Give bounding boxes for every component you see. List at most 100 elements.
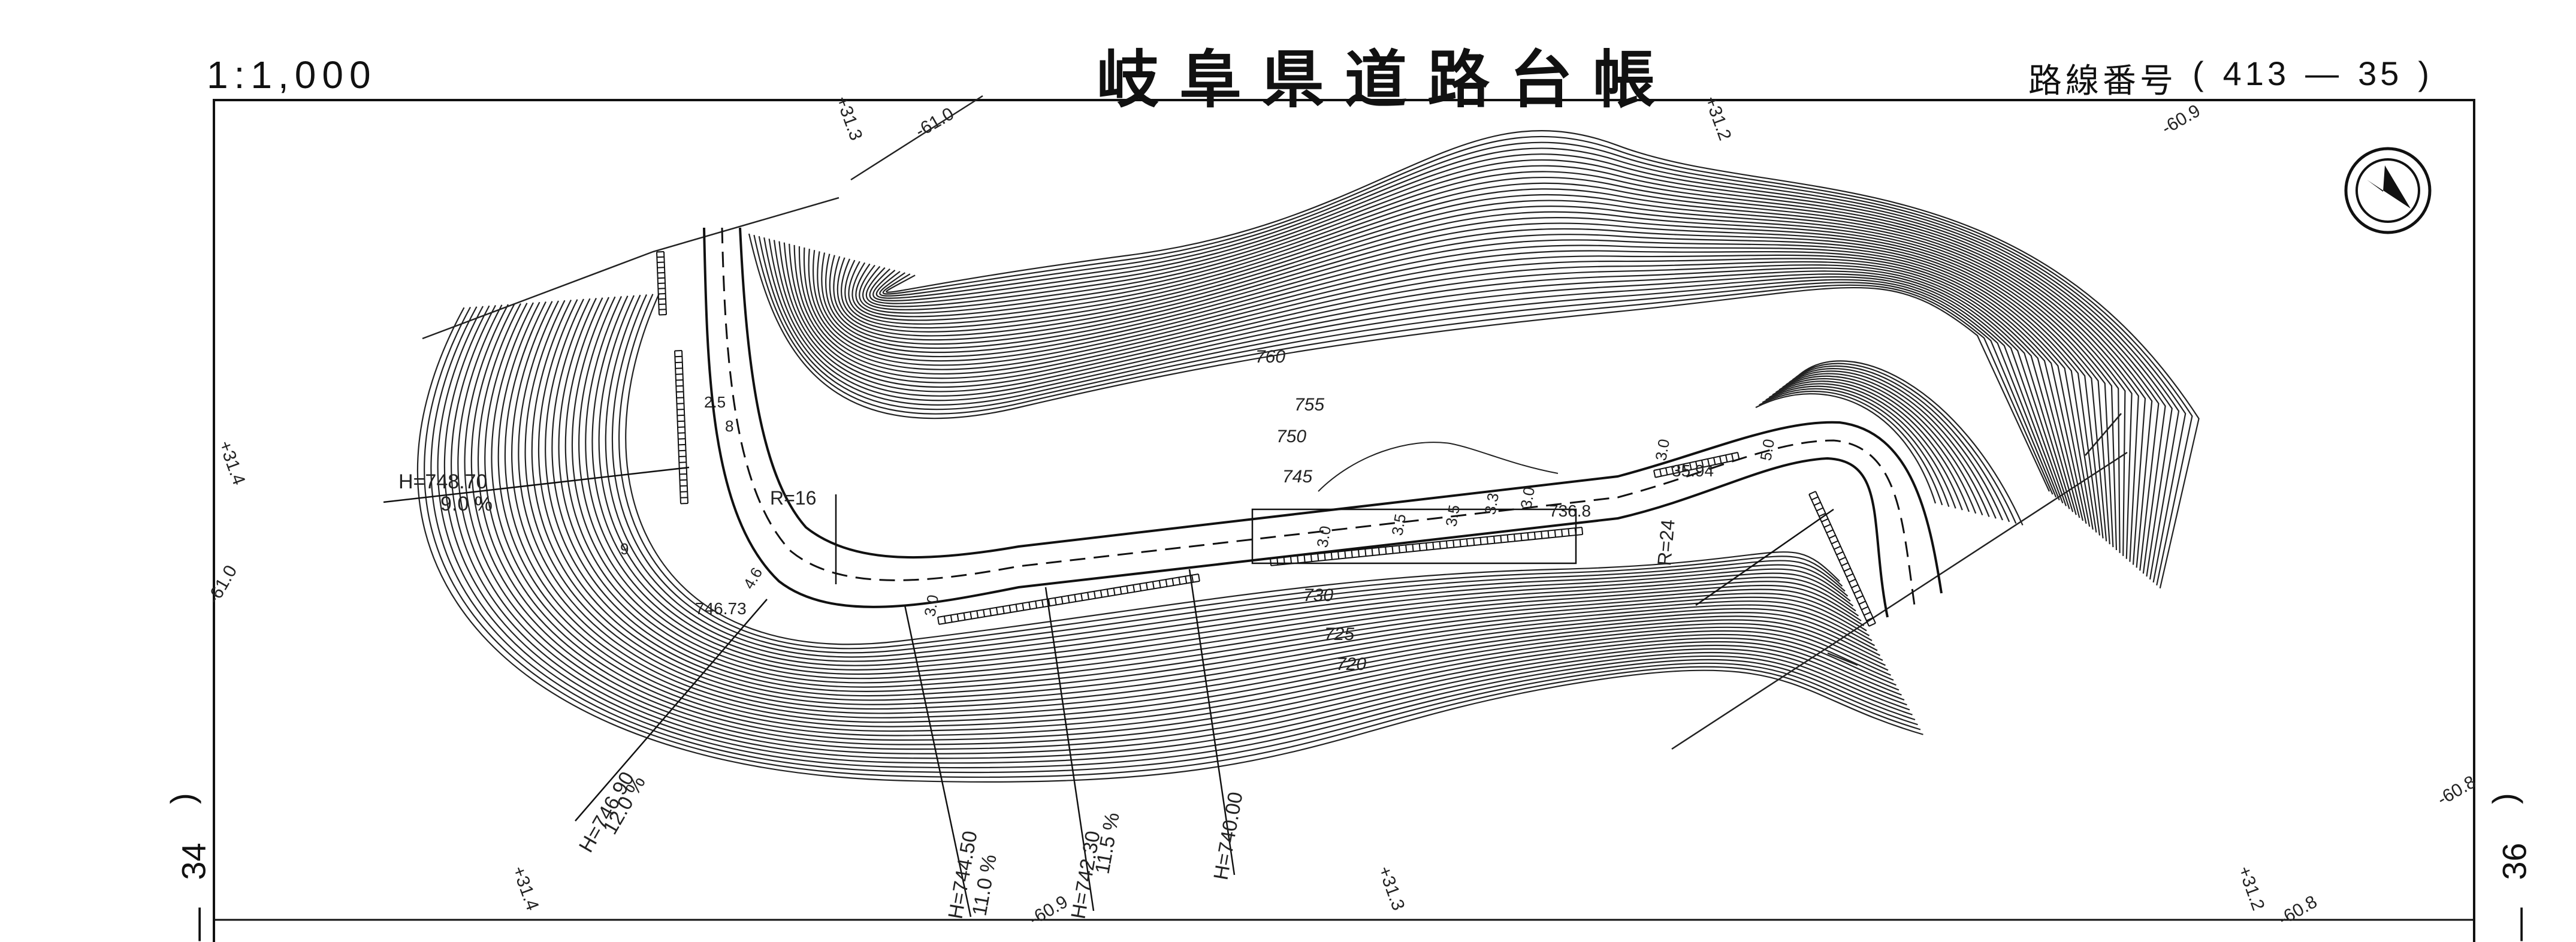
contour-lower [545, 298, 1873, 697]
contour-lower [443, 305, 1913, 764]
road [703, 227, 1943, 618]
contour-label-760: 760 [1255, 347, 1285, 367]
contour-upper [783, 242, 2074, 512]
contour-lower [625, 293, 1840, 645]
contour-lower [504, 301, 1889, 723]
contour-upper [773, 240, 2067, 506]
grid-tick-12: -60.8 [2434, 772, 2480, 810]
contour-upper [763, 237, 2060, 501]
contour-right [1792, 365, 2010, 523]
contour-right [1782, 373, 1990, 517]
grid-tick-4: -60.9 [2158, 101, 2204, 138]
contour-upper [808, 249, 2091, 527]
retaining-wall-2 [674, 350, 688, 505]
grid-tick-11: -60.8 [2275, 892, 2321, 929]
contour-upper [825, 228, 2104, 539]
width-10: 3.0 [1651, 437, 1673, 462]
grid-tick-5: +31.4 [215, 438, 249, 488]
contour-right [1755, 393, 1937, 504]
route-close-paren: ) [2418, 55, 2433, 92]
contour-lower [457, 304, 1907, 754]
north-arrow-inner-ring [2355, 158, 2420, 223]
elevation-1: H=748.70 [398, 470, 487, 493]
curve-labels: R=16 R=24 [770, 487, 1679, 567]
callout-e3 [904, 605, 972, 917]
contour-lower [450, 304, 1910, 759]
contour-upper [862, 171, 2153, 568]
contour-upper [758, 236, 2057, 498]
contour-upper [753, 234, 2053, 495]
contour-lower [430, 306, 1918, 774]
width-9: 3.0 [1517, 485, 1538, 510]
width-11: 5.0 [1756, 437, 1778, 462]
contour-lower [497, 301, 1891, 727]
route-open-paren: ( [2193, 55, 2207, 92]
callout-lines [383, 466, 1834, 917]
road-edge-inner [739, 227, 1943, 594]
road-edge-outer [703, 227, 1889, 618]
contour-lower [598, 295, 1851, 662]
callout-r2 [1695, 508, 1834, 606]
contour-right [1759, 391, 1943, 506]
contour-upper [872, 153, 2173, 577]
contour-lines [416, 130, 2200, 783]
contour-upper [793, 244, 2080, 518]
callout-e5 [1188, 569, 1236, 875]
width-7: 3.5 [1442, 503, 1463, 528]
map-scale: 1:1,000 [207, 53, 377, 96]
contour-upper [821, 234, 2101, 536]
contour-upper [848, 194, 2126, 556]
grid-tick-7: +31.4 [508, 864, 542, 913]
contour-right [1765, 385, 1956, 509]
contour-lower [518, 300, 1883, 714]
elevation-5: H=740.00 [1209, 790, 1247, 882]
contour-right [1768, 383, 1963, 511]
grid-tick-10: +31.2 [2234, 864, 2268, 913]
contour-upper [817, 239, 2097, 533]
retaining-wall-3 [937, 573, 1200, 625]
route-label: 路線番号 [2028, 62, 2177, 99]
contour-upper [886, 130, 2200, 588]
contour-lower [585, 296, 1856, 671]
route-number: 路線番号 ( 413 — 35 ) [2028, 54, 2433, 102]
callout-e1 [383, 466, 690, 503]
point-elevation-1: 746.73 [695, 599, 747, 618]
grid-tick-8: -60.9 [1026, 892, 1071, 929]
contour-lower [524, 300, 1880, 710]
contour-upper [869, 159, 2166, 574]
upper-boundary [850, 95, 983, 181]
contour-lower [578, 296, 1859, 675]
contour-lower [464, 304, 1905, 750]
width-5: 3.0 [1313, 524, 1334, 549]
contour-upper [836, 211, 2114, 548]
contour-upper [840, 206, 2118, 551]
point-elevation-3: 35.94 [1672, 461, 1714, 480]
retaining-wall-5 [1653, 452, 1740, 478]
short-boundary [1827, 652, 1858, 666]
contour-right [1795, 363, 2017, 524]
contour-lower [437, 306, 1916, 769]
slope-boundaries [422, 95, 2128, 750]
width-12: 9 [620, 540, 629, 558]
contour-label-730: 730 [1303, 585, 1333, 605]
contour-lower [611, 294, 1846, 654]
contour-lower [470, 303, 1902, 745]
width-3: 4.6 [739, 564, 766, 592]
contour-labels: 760 755 750 745 730 725 720 [1255, 347, 1366, 674]
contour-upper [829, 222, 2107, 542]
contour-upper [798, 246, 2084, 521]
callout-e4 [1044, 587, 1095, 911]
road-centerline [721, 227, 1916, 606]
contour-label-725: 725 [1324, 624, 1354, 644]
contour-upper [748, 233, 2050, 492]
route-dash: — [2305, 55, 2343, 92]
width-2: 8 [725, 417, 733, 435]
contour-upper [844, 200, 2121, 553]
mound-outline [1318, 442, 1559, 492]
contour-upper [778, 241, 2070, 509]
lower-right-boundary [1671, 451, 2128, 750]
page-title: 岐阜県道路台帳 [1097, 43, 1676, 116]
contour-lower [537, 299, 1876, 701]
contour-lower [484, 303, 1896, 736]
width-6: 3.5 [1388, 512, 1409, 537]
